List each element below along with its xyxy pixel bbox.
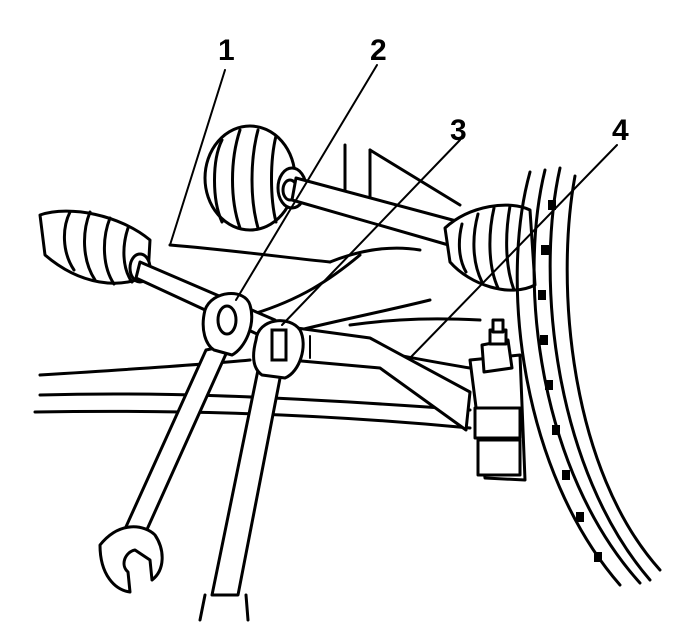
inner-cv-boot	[38, 209, 152, 286]
callout-2: 2	[370, 34, 387, 67]
chassis-frame-lines	[33, 143, 482, 430]
leader-line-3	[281, 139, 461, 326]
open-end-wrench-right	[198, 319, 305, 622]
leader-line-4	[409, 144, 618, 359]
leader-line-2	[235, 64, 378, 301]
open-end-wrench-left	[98, 292, 254, 594]
callout-3: 3	[450, 114, 467, 147]
outer-tie-rod	[280, 324, 472, 432]
leader-line-1	[169, 69, 226, 246]
brake-rotor	[515, 166, 662, 587]
rotor-vent-slots	[538, 200, 602, 562]
leader-lines	[169, 64, 618, 359]
steering-knuckle	[468, 318, 527, 482]
callout-1: 1	[218, 34, 235, 67]
callout-4: 4	[612, 114, 629, 147]
upper-cv-boot	[203, 124, 308, 232]
